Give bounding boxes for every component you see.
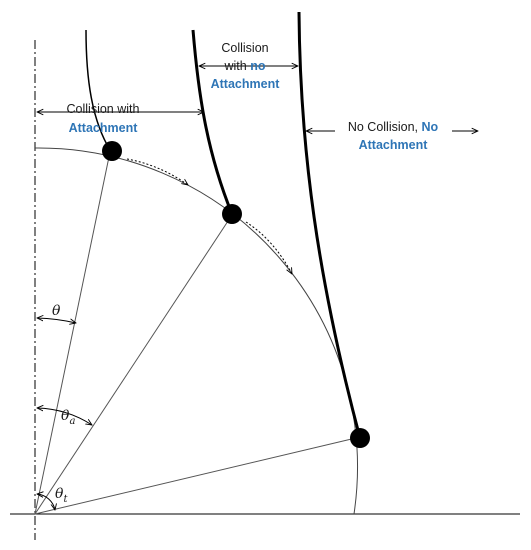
trajectory-collision-no-attachment <box>191 29 234 215</box>
theta-t-subscript: t <box>63 494 68 505</box>
theta-t-symbol: θ <box>55 486 64 502</box>
particle-no-collision <box>350 428 370 448</box>
collector-arc <box>34 147 358 515</box>
angle-label-theta-t: θt <box>55 486 68 505</box>
label-attachment-3: Attachment <box>359 138 429 152</box>
slide-arrow-2 <box>245 221 292 274</box>
radius-line-theta <box>34 151 111 515</box>
label-collision: Collision <box>221 41 268 55</box>
angle-arc-theta-a <box>37 408 92 425</box>
angle-label-theta: θ <box>52 303 61 319</box>
label-no-2: No <box>421 120 438 134</box>
label-with: with <box>224 59 251 73</box>
theta-a-symbol: θ <box>61 408 70 424</box>
radius-line-theta-t <box>34 436 361 515</box>
angle-arc-theta <box>37 318 76 323</box>
theta-a-subscript: a <box>69 416 75 427</box>
label-no-collision: No Collision, <box>348 120 422 134</box>
label-attachment-1: Attachment <box>69 121 139 135</box>
particle-attachment <box>102 141 122 161</box>
particle-collision <box>222 204 242 224</box>
trajectory-attachment <box>85 29 111 151</box>
label-attachment-2: Attachment <box>211 77 281 91</box>
label-with-no: with no <box>224 59 266 73</box>
trajectory-no-collision <box>297 11 362 439</box>
angle-arc-theta-t <box>37 494 55 510</box>
label-no-collision-no: No Collision, No <box>348 120 439 134</box>
label-no: no <box>250 59 266 73</box>
label-collision-with: Collision with <box>67 102 140 116</box>
slide-arrow-1 <box>126 158 188 185</box>
radius-line-theta-a <box>34 214 233 515</box>
angle-label-theta-a: θa <box>61 408 75 427</box>
